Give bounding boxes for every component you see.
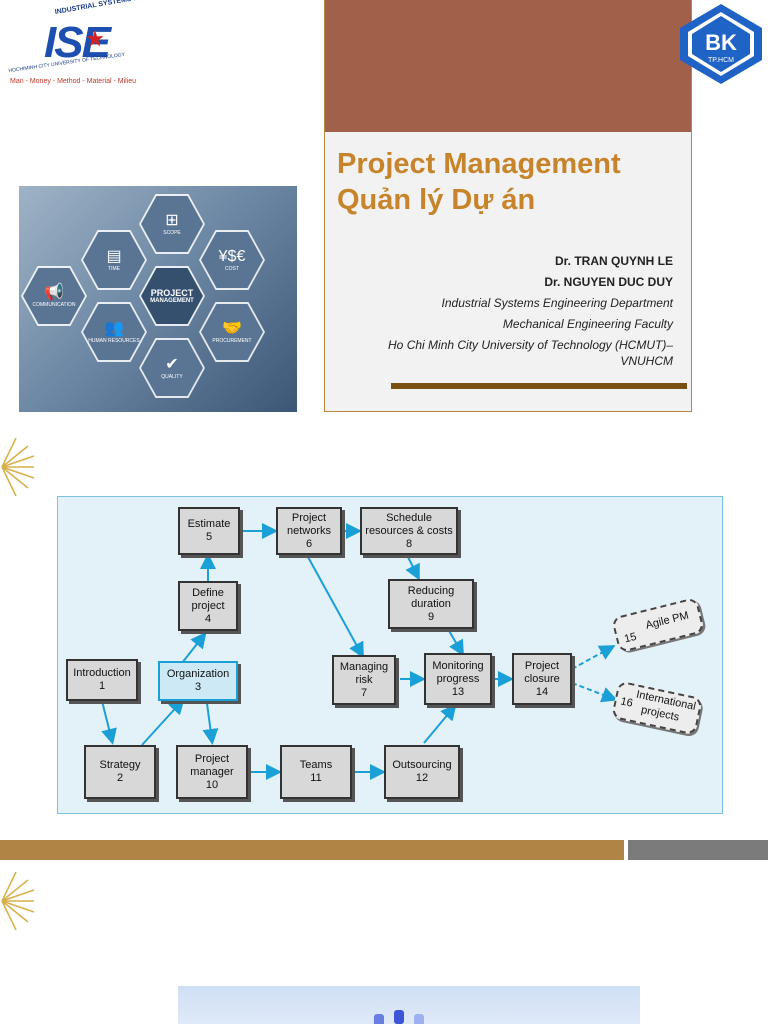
hex-quality-label: QUALITY [161,374,183,380]
university-line-2: VNUHCM [620,354,673,368]
sparkle-icon [1,437,35,497]
footer-bar-gray [628,840,768,860]
checkmark-icon: ✔ [165,356,179,373]
bk-logo: BK TP.HCM [680,4,762,84]
bottom-image [178,986,640,1024]
title-card-rule [391,383,687,389]
currency-icon: ¥$€ [218,248,246,265]
arrow-strategy-organization [141,698,185,746]
handshake-icon: 🤝 [222,320,242,337]
author-2: Dr. NGUYEN DUC DUY [544,275,673,289]
hex-procurement: 🤝PROCUREMENT [199,302,265,362]
ise-logo-mark: ISE [44,18,111,67]
bar-shape [414,1014,424,1024]
project-management-photo: ⊞SCOPE ▤TIME ¥$€COST 📢COMMUNICATION PROJ… [19,186,297,412]
arrow-closure-international [571,682,618,703]
hex-communication: 📢COMMUNICATION [21,266,87,326]
org-chart-icon: ⊞ [165,212,179,229]
hex-procurement-label: PROCUREMENT [212,338,252,344]
people-icon: 👥 [104,320,124,337]
hex-scope: ⊞SCOPE [139,194,205,254]
footer-bar-gold [0,840,624,860]
author-1: Dr. TRAN QUYNH LE [554,254,673,268]
international-num: 16 [619,695,634,710]
agile-label: Agile PM [644,609,691,632]
faculty: Mechanical Engineering Faculty [502,317,673,331]
ise-logo: INDUSTRIAL SYSTEMS ENGINEERING ISE HOCHI… [4,0,182,92]
arrow-networks-risk [307,556,364,659]
hex-quality: ✔QUALITY [139,338,205,398]
title-english: Project Management [337,148,621,180]
hex-human-label: HUMAN RESOURCES [88,338,140,344]
university-line-1: Ho Chi Minh City University of Technolog… [388,338,673,352]
sparkle-icon [1,871,35,931]
bar-shape [394,1010,404,1024]
ise-logo-tagline: Man - Money - Method - Material - Milieu [10,78,137,85]
hex-communication-label: COMMUNICATION [32,302,76,308]
title-card: Project Management Quản lý Dự án Dr. TRA… [324,0,692,412]
title-card-band [325,0,691,132]
hex-scope-label: SCOPE [163,230,181,236]
ise-logo-arc-top: INDUSTRIAL SYSTEMS ENGINEERING [54,0,183,17]
hex-cost-label: COST [225,266,239,272]
megaphone-icon: 📢 [44,284,64,301]
arrow-organization-define [181,631,207,664]
bk-logo-mark: BK [705,30,737,55]
arrow-intro-strategy [101,700,117,745]
agile-num: 15 [623,630,638,646]
arrow-reducing-monitoring [447,628,465,657]
hex-time-label: TIME [108,266,120,272]
department: Industrial Systems Engineering Departmen… [441,296,673,310]
hex-cost: ¥$€COST [199,230,265,290]
hex-center-line-2: MANAGEMENT [150,298,194,304]
bar-shape [374,1014,384,1024]
arrow-closure-agile [571,645,616,670]
hex-center-line-1: PROJECT [150,288,194,298]
hex-human-resources: 👥HUMAN RESOURCES [81,302,147,362]
gantt-icon: ▤ [106,248,122,265]
arrow-schedule-reducing [405,556,420,581]
bk-logo-sub: TP.HCM [708,57,734,64]
title-vietnamese: Quản lý Dự án [337,184,536,216]
arrow-outsourcing-monitoring [423,703,457,744]
hex-time: ▤TIME [81,230,147,290]
